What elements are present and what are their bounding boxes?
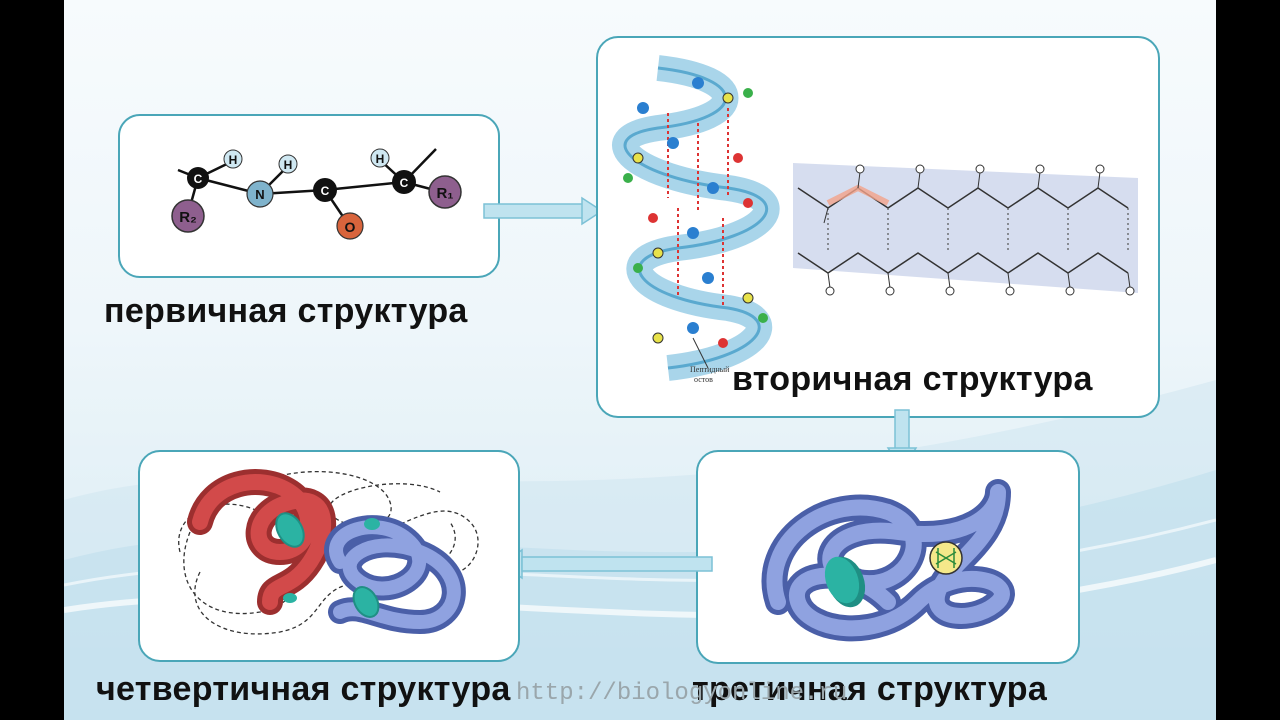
- secondary-structure-label: вторичная структура: [732, 360, 1093, 398]
- primary-structure-diagram: R₂ C H N H C O: [171, 148, 462, 240]
- primary-structure-box: R₂ C H N H C O: [118, 114, 500, 278]
- svg-text:R₂: R₂: [179, 209, 197, 226]
- tertiary-ring-icon: [929, 541, 963, 575]
- atom-h-n: H: [278, 154, 298, 174]
- svg-text:N: N: [255, 187, 264, 202]
- quaternary-structure-label: четвертичная структура: [96, 670, 511, 708]
- tertiary-disk-icon: [824, 556, 866, 608]
- svg-text:H: H: [376, 152, 385, 166]
- watermark-url: http://biologyonline.ru: [516, 680, 848, 707]
- tertiary-structure-box: [696, 450, 1080, 664]
- atom-r2: R₂: [171, 199, 205, 233]
- alpha-helix: Пептидный остов: [612, 55, 780, 384]
- quaternary-disk-icon: [275, 512, 380, 618]
- svg-text:R₁: R₁: [436, 185, 453, 202]
- primary-structure-label: первичная структура: [104, 292, 468, 330]
- tertiary-structure-label: третичная структура: [692, 670, 1048, 708]
- svg-text:H: H: [229, 153, 238, 167]
- svg-text:C: C: [194, 172, 203, 186]
- atom-o: O: [336, 212, 364, 240]
- helix-caption-line1: Пептидный: [690, 365, 730, 374]
- atom-c-right: C: [392, 170, 416, 194]
- svg-text:C: C: [400, 176, 409, 190]
- slide: R₂ C H N H C O: [64, 0, 1216, 720]
- atom-n: N: [246, 180, 274, 208]
- quaternary-structure-box: [138, 450, 520, 662]
- quaternary-structure-diagram: [178, 469, 479, 635]
- arrow-left-icon: [500, 548, 713, 580]
- secondary-structure-box: Пептидный остов: [596, 36, 1160, 418]
- atom-h-right: H: [370, 148, 390, 168]
- secondary-structure-diagram: Пептидный остов: [612, 55, 1138, 384]
- arrow-right-icon: [483, 196, 604, 226]
- atom-c-left: C: [187, 167, 209, 189]
- svg-text:H: H: [284, 158, 293, 172]
- helix-caption-line2: остов: [694, 375, 713, 384]
- atom-c-carbonyl: C: [313, 178, 337, 202]
- tertiary-structure-diagram: [761, 479, 1015, 642]
- atom-r1: R₁: [428, 175, 462, 209]
- svg-text:C: C: [321, 184, 330, 198]
- atom-h-left: H: [223, 149, 243, 169]
- beta-sheet: [793, 163, 1138, 296]
- svg-text:O: O: [345, 219, 356, 235]
